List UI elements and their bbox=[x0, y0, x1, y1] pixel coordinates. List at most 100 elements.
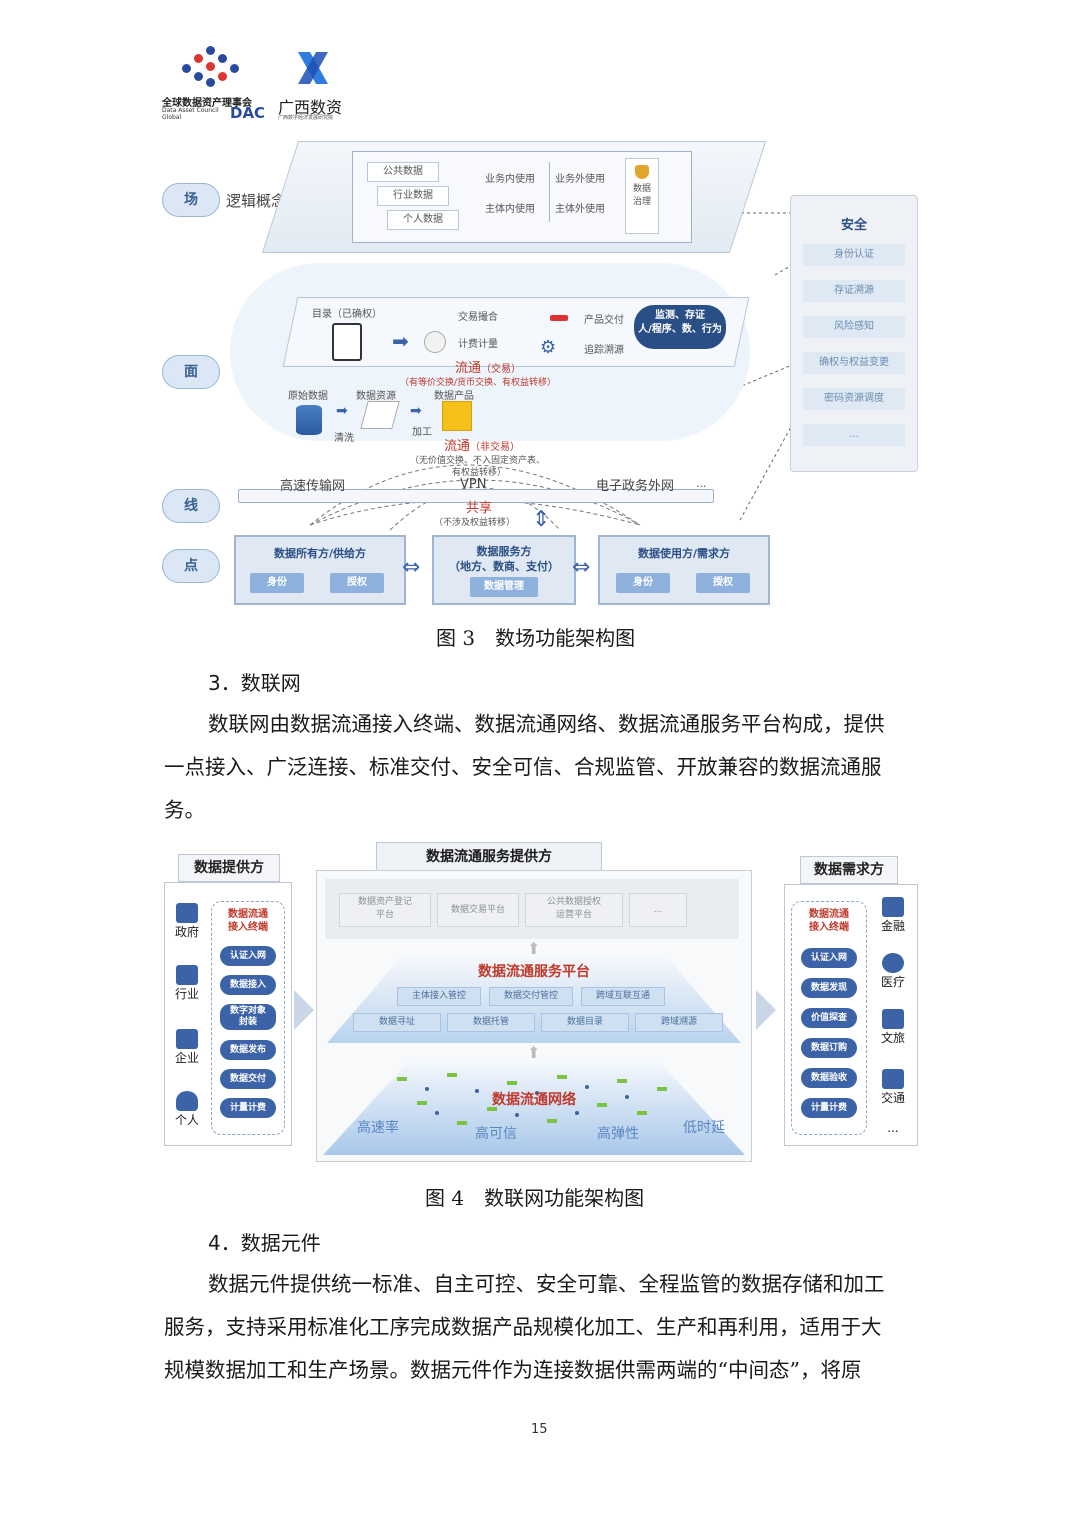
center-title: 数据流通服务提供方 bbox=[376, 842, 602, 872]
entity-label: 个人 bbox=[169, 1111, 205, 1128]
user-identity: 身份 bbox=[616, 573, 670, 593]
provider-panel: 政府 行业 企业 个人 数据流通 接入终端 认证入网 数据接入 数字对象 封装 … bbox=[164, 882, 292, 1146]
dac-name-en-1: Data Asset Council bbox=[162, 107, 219, 114]
figure-3: 场 逻辑概念 面 线 点 公共数据 行业数据 个人数据 业务内使用 业务外使用 … bbox=[160, 135, 920, 610]
database-icon bbox=[296, 405, 322, 435]
demander-terminal: 数据流通 接入终端 认证入网 数据发现 价值探查 数据订购 数据验收 计量计费 bbox=[791, 901, 867, 1135]
platform-row2-btn: 数据目录 bbox=[541, 1013, 629, 1032]
user-authorize: 授权 bbox=[696, 573, 750, 593]
enterprise-icon bbox=[176, 1029, 198, 1049]
circulation-trade: 流通（交易） bbox=[455, 357, 521, 376]
platform-row1-btn: 主体接入管控 bbox=[397, 987, 481, 1006]
section-3-para-line: 务。 bbox=[164, 789, 205, 832]
building-icon bbox=[176, 903, 198, 923]
platform-row2-btn: 跨域溯源 bbox=[635, 1013, 723, 1032]
gx-logo-icon bbox=[294, 48, 332, 88]
dac-logo: 全球数据资产理事会 Data Asset Council Global DAC bbox=[160, 44, 270, 124]
share-note: （不涉及权益转移） bbox=[434, 515, 515, 528]
money-bag-icon bbox=[424, 331, 446, 353]
network-feature: 高弹性 bbox=[597, 1123, 639, 1143]
network-title: 数据流通网络 bbox=[317, 1089, 751, 1109]
clean-label: 清洗 bbox=[334, 429, 354, 444]
circulation-trade-detail: （有等价交换/货币交换、有权益转移） bbox=[400, 375, 556, 388]
entity-label: 企业 bbox=[169, 1049, 205, 1066]
billing-label: 计费计量 bbox=[458, 335, 498, 350]
finance-icon bbox=[882, 897, 904, 917]
entity-label: 文旅 bbox=[875, 1029, 911, 1046]
circulation-trade-label: 流通 bbox=[455, 361, 481, 376]
entity-label: 行业 bbox=[169, 985, 205, 1002]
provider-terminal: 数据流通 接入终端 认证入网 数据接入 数字对象 封装 数据发布 数据交付 计量… bbox=[211, 901, 285, 1135]
page-number: 15 bbox=[531, 1422, 548, 1437]
resource-label: 数据资源 bbox=[356, 387, 396, 402]
demander-terminal-btn: 计量计费 bbox=[801, 1098, 857, 1118]
platform-cell: ... bbox=[629, 893, 687, 927]
security-item: 密码资源调度 bbox=[803, 388, 905, 410]
demander-terminal-btn: 数据发现 bbox=[801, 978, 857, 998]
updown-arrow-icon: ⇕ bbox=[532, 507, 550, 532]
flow-arrow-icon bbox=[756, 990, 776, 1030]
circulation-free: 流通（非交易） bbox=[444, 435, 520, 454]
demander-more: ... bbox=[875, 1121, 911, 1135]
arrow-right-icon: ➡ bbox=[410, 403, 422, 419]
user-title: 数据使用方/需求方 bbox=[600, 545, 768, 561]
gear-icon: ⚙ bbox=[540, 337, 556, 358]
demander-title: 数据需求方 bbox=[800, 856, 898, 884]
gx-logo: 广西数资 广西数字经济发展研究院 bbox=[276, 44, 356, 124]
section-3-para-line: 一点接入、广泛连接、标准交付、安全可信、合规监管、开放兼容的数据流通服 bbox=[164, 746, 882, 789]
provider-terminal-btn: 数据发布 bbox=[220, 1040, 276, 1060]
security-item: ... bbox=[803, 424, 905, 446]
product-label: 数据产品 bbox=[434, 387, 474, 402]
flow-arrow-icon bbox=[294, 990, 314, 1030]
usage-internal-subject: 主体内使用 bbox=[485, 200, 535, 215]
up-arrow-icon: ⬆ bbox=[527, 939, 540, 958]
user-box: 数据使用方/需求方 身份 授权 bbox=[598, 535, 770, 605]
arrow-right-icon: ➡ bbox=[392, 329, 409, 353]
platform-row2-btn: 数据托管 bbox=[447, 1013, 535, 1032]
level-surface: 面 bbox=[162, 355, 220, 389]
section-3-heading: 3．数联网 bbox=[208, 667, 301, 696]
platform-title: 数据流通服务平台 bbox=[317, 961, 751, 981]
security-item: 存证溯源 bbox=[803, 280, 905, 302]
platform-row1-btn: 数据交付管控 bbox=[489, 987, 573, 1006]
demander-entity: 文旅 bbox=[875, 1009, 911, 1046]
entity-label: 交通 bbox=[875, 1089, 911, 1106]
provider-terminal-btn: 认证入网 bbox=[220, 946, 276, 966]
cube-icon bbox=[442, 401, 472, 431]
arrow-right-icon: ➡ bbox=[336, 403, 348, 419]
service-box: 数据服务方 （地方、数商、支付） 数据管理 bbox=[432, 535, 576, 605]
entity-label: 医疗 bbox=[875, 973, 911, 990]
section-4-para-line: 数据元件提供统一标准、自主可控、安全可靠、全程监管的数据存储和加工 bbox=[208, 1263, 885, 1306]
figure-3-caption: 图 3 数场功能架构图 bbox=[436, 622, 635, 651]
figure-4-caption: 图 4 数联网功能架构图 bbox=[425, 1182, 644, 1211]
provider-entity: 行业 bbox=[169, 965, 205, 1002]
entity-label: 政府 bbox=[169, 923, 205, 940]
demander-terminal-title: 数据流通 接入终端 bbox=[792, 908, 866, 934]
trade-match-label: 交易撮合 bbox=[458, 308, 498, 323]
security-title: 安全 bbox=[791, 214, 917, 233]
up-arrow-icon: ⬆ bbox=[527, 1043, 540, 1062]
tablet-icon bbox=[332, 323, 362, 361]
tourism-icon bbox=[882, 1009, 904, 1029]
demander-terminal-btn: 认证入网 bbox=[801, 948, 857, 968]
platform-cell: 数据资产登记 平台 bbox=[339, 893, 431, 927]
service-subtitle: （地方、数商、支付） bbox=[434, 558, 574, 574]
gx-sub: 广西数字经济发展研究院 bbox=[278, 114, 333, 121]
line-more: ... bbox=[696, 477, 707, 490]
person-icon bbox=[176, 1091, 198, 1111]
demander-entity: 医疗 bbox=[875, 953, 911, 990]
network-feature: 高速率 bbox=[357, 1117, 399, 1137]
governance-label: 数据治理 bbox=[630, 181, 654, 207]
governance-box: 数据治理 bbox=[625, 158, 659, 234]
section-4-heading: 4．数据元件 bbox=[208, 1227, 321, 1256]
provider-entity: 个人 bbox=[169, 1091, 205, 1128]
provider-terminal-title: 数据流通 接入终端 bbox=[212, 908, 284, 934]
double-arrow-icon: ⇔ bbox=[572, 555, 590, 580]
platform-cell: 公共数据授权 运营平台 bbox=[525, 893, 623, 927]
security-panel: 安全 身份认证 存证溯源 风险感知 确权与权益变更 密码资源调度 ... bbox=[790, 195, 918, 472]
provider-entity: 政府 bbox=[169, 903, 205, 940]
red-bar-icon bbox=[550, 315, 568, 321]
security-item: 确权与权益变更 bbox=[803, 352, 905, 374]
circulation-trade-note: （交易） bbox=[481, 364, 521, 375]
dac-name-en-2: Global bbox=[162, 114, 181, 121]
